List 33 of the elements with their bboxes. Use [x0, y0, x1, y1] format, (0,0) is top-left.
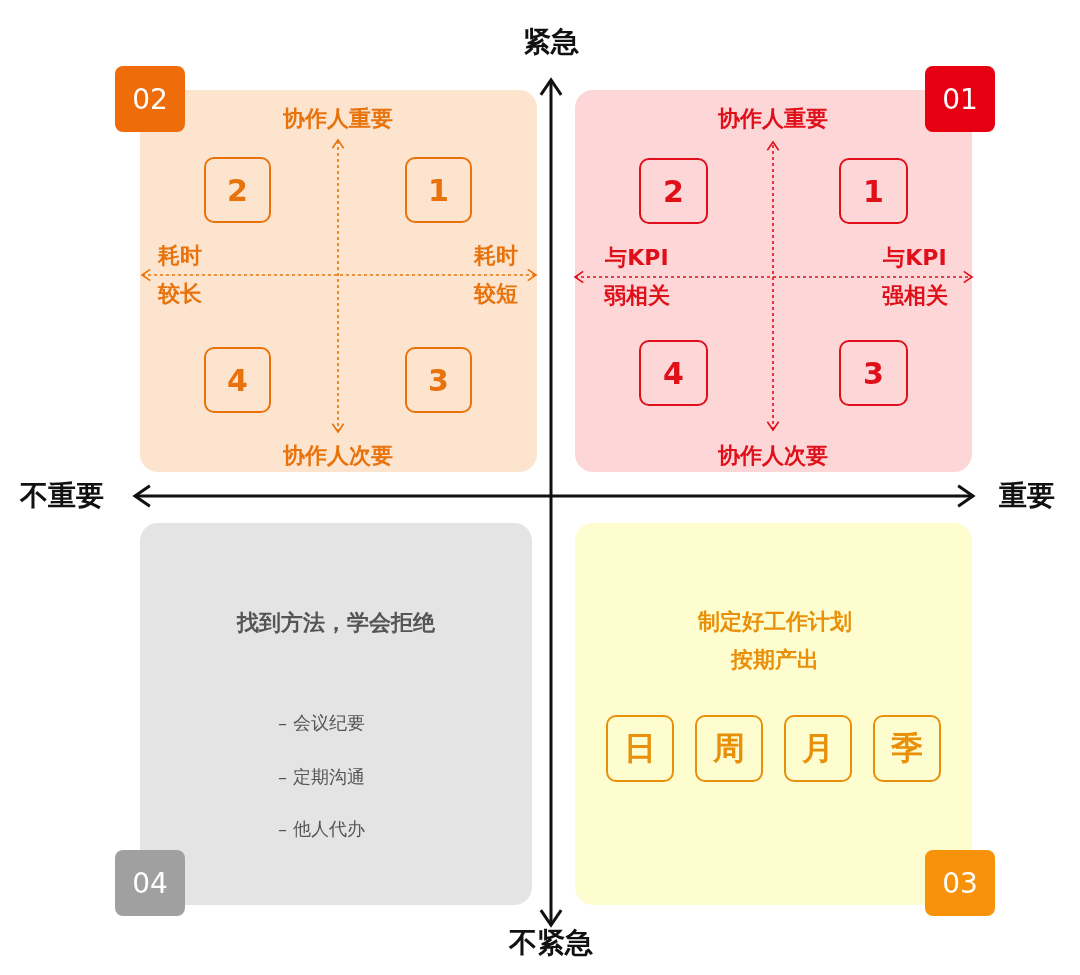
number-badge: 02	[115, 66, 185, 132]
axis-label: 重要	[999, 479, 1055, 513]
axis-label: 协作人重要	[718, 105, 828, 133]
number-tile: 1	[405, 157, 472, 223]
number-tile: 3	[839, 340, 908, 406]
number-tile: 2	[204, 157, 271, 223]
list-item: – 他人代办	[278, 818, 365, 840]
list-item: – 定期沟通	[278, 766, 365, 788]
quadrant-heading: 找到方法，学会拒绝	[237, 609, 435, 637]
number-tile: 2	[639, 158, 708, 224]
number-tile: 周	[695, 715, 763, 782]
number-tile: 3	[405, 347, 472, 413]
number-tile: 4	[204, 347, 271, 413]
number-tile: 4	[639, 340, 708, 406]
axis-label: 紧急	[523, 25, 579, 59]
quadrant-heading: 与KPI 强相关	[882, 244, 948, 310]
number-badge: 03	[925, 850, 995, 916]
number-badge: 04	[115, 850, 185, 916]
axis-label: 不紧急	[509, 926, 593, 960]
quadrant-heading: 与KPI 弱相关	[604, 244, 670, 310]
number-tile: 日	[606, 715, 674, 782]
quadrant-heading: 耗时较短	[474, 242, 518, 308]
number-tile: 月	[784, 715, 852, 782]
quadrant-heading: 耗时较长	[158, 242, 202, 308]
number-tile: 1	[839, 158, 908, 224]
number-tile: 季	[873, 715, 941, 782]
list-item: – 会议纪要	[278, 712, 365, 734]
number-badge: 01	[925, 66, 995, 132]
axis-label: 不重要	[20, 479, 104, 513]
axis-label: 协作人次要	[718, 442, 828, 470]
axis-label: 协作人重要	[283, 105, 393, 133]
axis-label: 协作人次要	[283, 442, 393, 470]
quadrant-heading: 制定好工作计划按期产出	[698, 608, 852, 674]
